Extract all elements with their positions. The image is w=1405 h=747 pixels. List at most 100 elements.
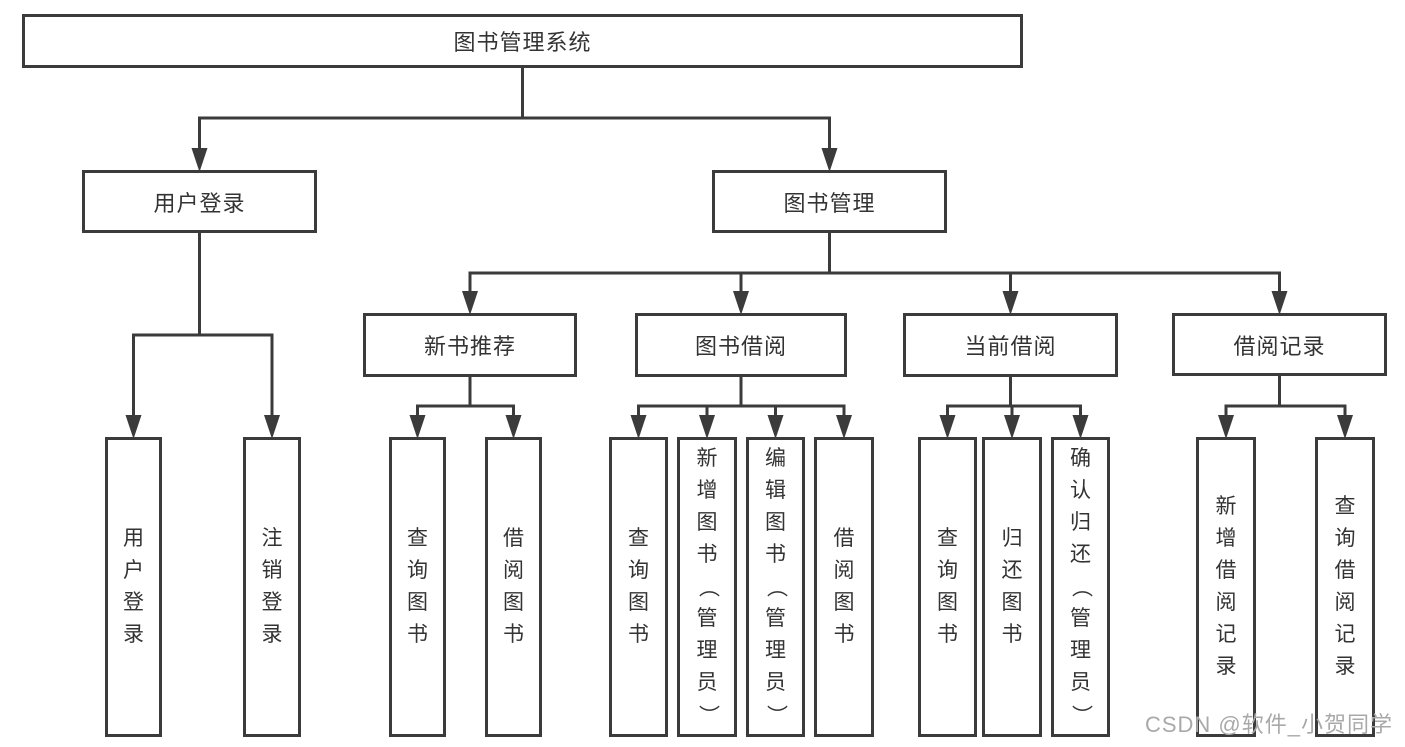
arrowhead-icon	[462, 291, 478, 315]
node-login: 用户登录	[105, 437, 162, 737]
node-b-edit: 编辑图书 （ 管理员 ）	[746, 437, 805, 737]
node-label: 新增借阅记录	[1216, 491, 1237, 683]
vertical-paren-glyph: （	[696, 576, 719, 598]
node-borrow: 图书借阅	[635, 313, 847, 377]
vertical-char-glyph: 查	[628, 527, 649, 550]
node-b-borrow: 借阅图书	[814, 437, 874, 737]
vertical-char-glyph: 书	[696, 543, 718, 566]
watermark: CSDN @软件_小贺同学	[1144, 712, 1393, 737]
arrowhead-icon	[1072, 415, 1089, 439]
node-label: 借阅图书	[834, 523, 855, 651]
node-label: 查询图书	[628, 523, 649, 651]
vertical-char-glyph: 员	[765, 671, 786, 694]
arrowhead-icon	[836, 415, 852, 439]
vertical-char-glyph: 询	[937, 559, 958, 582]
vertical-char-glyph: 录	[1334, 655, 1356, 678]
vertical-char-glyph: 书	[765, 543, 786, 566]
vertical-char-glyph: 图	[503, 591, 524, 614]
vertical-char-glyph: 图	[628, 591, 649, 614]
arrowhead-icon	[1271, 291, 1288, 315]
vertical-char-glyph: 借	[503, 527, 524, 550]
vertical-char-glyph: 还	[1001, 559, 1023, 582]
vertical-paren-glyph: （	[764, 576, 788, 598]
vertical-char-glyph: 管	[765, 607, 786, 630]
arrowhead-icon	[1218, 415, 1234, 439]
vertical-char-glyph: 辑	[765, 479, 786, 502]
vertical-char-glyph: 图	[407, 591, 428, 614]
node-label: 查询借阅记录	[1335, 491, 1356, 683]
node-c-confirm: 确认归还（管理员）	[1051, 437, 1110, 737]
vertical-char-glyph: 查	[407, 527, 428, 550]
vertical-char-glyph: 书	[833, 623, 855, 646]
node-new-book: 新书推荐	[363, 313, 577, 377]
vertical-char-glyph: 图	[696, 511, 718, 534]
vertical-char-glyph: 书	[503, 623, 524, 646]
node-label: 注销登录	[262, 523, 283, 651]
vertical-char-glyph: 图	[833, 591, 855, 614]
arrowhead-icon	[409, 415, 426, 439]
vertical-paren-glyph: ）	[696, 704, 719, 726]
node-label: 查询图书	[937, 523, 958, 651]
vertical-char-glyph: 用	[123, 527, 144, 550]
vertical-char-glyph: 查	[1334, 495, 1356, 518]
vertical-char-glyph: 新	[696, 447, 718, 470]
vertical-char-glyph: 询	[407, 559, 428, 582]
node-label: 借阅图书	[503, 523, 524, 651]
vertical-char-glyph: 归	[1070, 511, 1091, 534]
vertical-char-glyph: 录	[1215, 655, 1237, 678]
vertical-char-glyph: 书	[1001, 623, 1023, 646]
vertical-char-glyph: 阅	[1334, 591, 1356, 614]
arrowhead-icon	[767, 415, 784, 439]
arrowhead-icon	[939, 415, 956, 439]
vertical-char-glyph: 确	[1070, 447, 1091, 470]
vertical-char-glyph: 阅	[503, 559, 524, 582]
node-c-return: 归还图书	[982, 437, 1042, 737]
node-b-query: 查询图书	[609, 437, 668, 737]
node-user-login: 用户登录	[82, 170, 317, 233]
vertical-char-glyph: 记	[1215, 623, 1237, 646]
vertical-char-glyph: 借	[833, 527, 855, 550]
vertical-char-glyph: 还	[1070, 543, 1091, 566]
node-nb-query: 查询图书	[389, 437, 446, 737]
vertical-paren-glyph: ）	[764, 704, 788, 726]
vertical-char-glyph: 图	[765, 511, 786, 534]
vertical-char-glyph: 理	[765, 639, 786, 662]
node-r-query: 查询借阅记录	[1315, 437, 1375, 737]
vertical-char-glyph: 销	[261, 559, 283, 582]
vertical-char-glyph: 阅	[1215, 591, 1237, 614]
vertical-char-glyph: 借	[1334, 559, 1356, 582]
node-label: 图书借阅	[694, 334, 787, 359]
vertical-paren-glyph: （	[1069, 576, 1093, 598]
vertical-char-glyph: 注	[261, 527, 283, 550]
arrowhead-icon	[1002, 291, 1019, 315]
vertical-char-glyph: 归	[1001, 527, 1023, 550]
vertical-char-glyph: 图	[937, 591, 958, 614]
node-current: 当前借阅	[903, 313, 1118, 377]
vertical-char-glyph: 认	[1070, 479, 1091, 502]
arrowhead-icon	[1004, 415, 1020, 439]
arrowhead-icon	[191, 148, 208, 172]
node-label: 确认归还（管理员）	[1070, 443, 1093, 731]
arrowhead-icon	[125, 415, 142, 439]
vertical-char-glyph: 录	[261, 623, 283, 646]
node-label: 用户登录	[153, 190, 246, 216]
node-label: 图书管理系统	[453, 30, 592, 55]
vertical-char-glyph: 编	[765, 447, 786, 470]
vertical-char-glyph: 理	[1070, 639, 1091, 662]
node-r-add: 新增借阅记录	[1196, 437, 1256, 737]
arrowhead-icon	[264, 415, 280, 439]
arrowhead-icon	[699, 415, 715, 439]
vertical-char-glyph: 登	[123, 591, 144, 614]
vertical-char-glyph: 记	[1334, 623, 1356, 646]
node-label: 查询图书	[407, 523, 428, 651]
node-label: 图书管理	[783, 190, 876, 216]
arrowhead-icon	[821, 148, 838, 172]
vertical-paren-glyph: ）	[1069, 704, 1093, 726]
node-root: 图书管理系统	[22, 14, 1023, 68]
node-b-add: 新增图书（管理员）	[677, 437, 737, 737]
vertical-char-glyph: 询	[628, 559, 649, 582]
vertical-char-glyph: 增	[696, 479, 718, 502]
vertical-char-glyph: 登	[261, 591, 283, 614]
